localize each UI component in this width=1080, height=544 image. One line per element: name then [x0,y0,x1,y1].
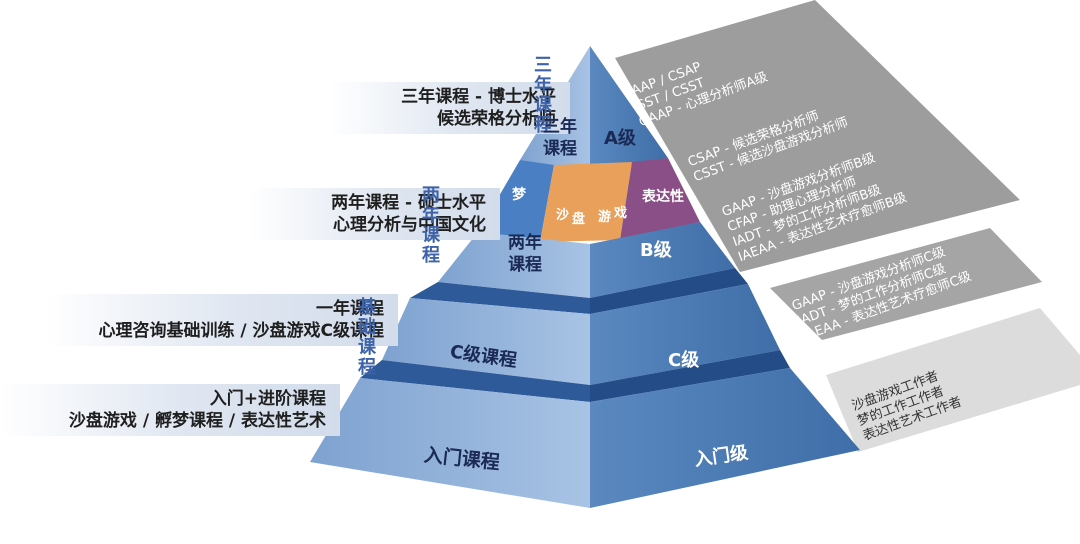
tier-a-left-label: 三年 课程 [543,117,577,159]
tier-b-left-face [438,232,590,298]
vertical-glyph: 课 [358,337,376,358]
band-sand [540,162,632,242]
tier-c-right-label: C级 [668,350,700,371]
vertical-glyph: 础 [358,317,376,338]
dark-band-1 [410,282,590,314]
tier-b-right-face [590,222,735,298]
band-dream-label: 梦 [512,187,526,203]
vertical-label-two-year: 两年课程 [420,186,442,266]
band-sand-label-1: 沙 [556,208,570,223]
vertical-label-three-year: 三年课程 [532,56,554,136]
dark-band-1-right [590,268,748,314]
tier-b-left-label: 两年 课程 [508,233,542,275]
tier-a-right-face [590,46,668,172]
vertical-glyph: 两 [422,185,440,206]
left-label-three-year: 三年课程 - 博士水平 候选荣格分析师 [330,82,570,134]
dark-band-2 [360,360,590,402]
vertical-glyph: 程 [358,357,376,378]
vertical-glyph: 课 [422,225,440,246]
left-label-one-year: 一年课程 心理咨询基础训练 / 沙盘游戏C级课程 [44,294,398,346]
vertical-glyph: 年 [534,75,552,96]
vertical-glyph: 程 [422,245,440,266]
vertical-glyph: 课 [534,95,552,116]
band-sand-label-4: 戏 [614,206,628,221]
tier-entry-right-face [590,368,860,508]
band-expression-label: 表达性 [642,189,684,205]
tier-b-right-label: B级 [640,240,672,261]
dark-band-2-right [590,350,790,402]
vertical-glyph: 程 [534,115,552,136]
panel-a-level [615,0,1020,272]
tier-c-right-face [590,284,780,385]
left-label-two-year: 两年课程 - 硕士水平 心理分析与中国文化 [250,188,500,240]
vertical-glyph: 年 [422,205,440,226]
left-label-entry: 入门+进阶课程 沙盘游戏 / 孵梦课程 / 表达性艺术 [0,384,340,436]
vertical-label-basic: 基础课程 [356,298,378,378]
band-sand-label-3: 游 [598,210,612,225]
vertical-glyph: 基 [358,297,376,318]
band-sand-label-2: 盘 [572,212,586,227]
tier-c-left-face [382,298,590,385]
panel-c-level [770,228,1042,340]
band-expression [620,158,700,240]
tier-a-right-label: A级 [604,128,636,149]
tier-entry-left-face [310,378,590,508]
panel-entry-level [826,308,1080,452]
vertical-glyph: 三 [534,55,552,76]
